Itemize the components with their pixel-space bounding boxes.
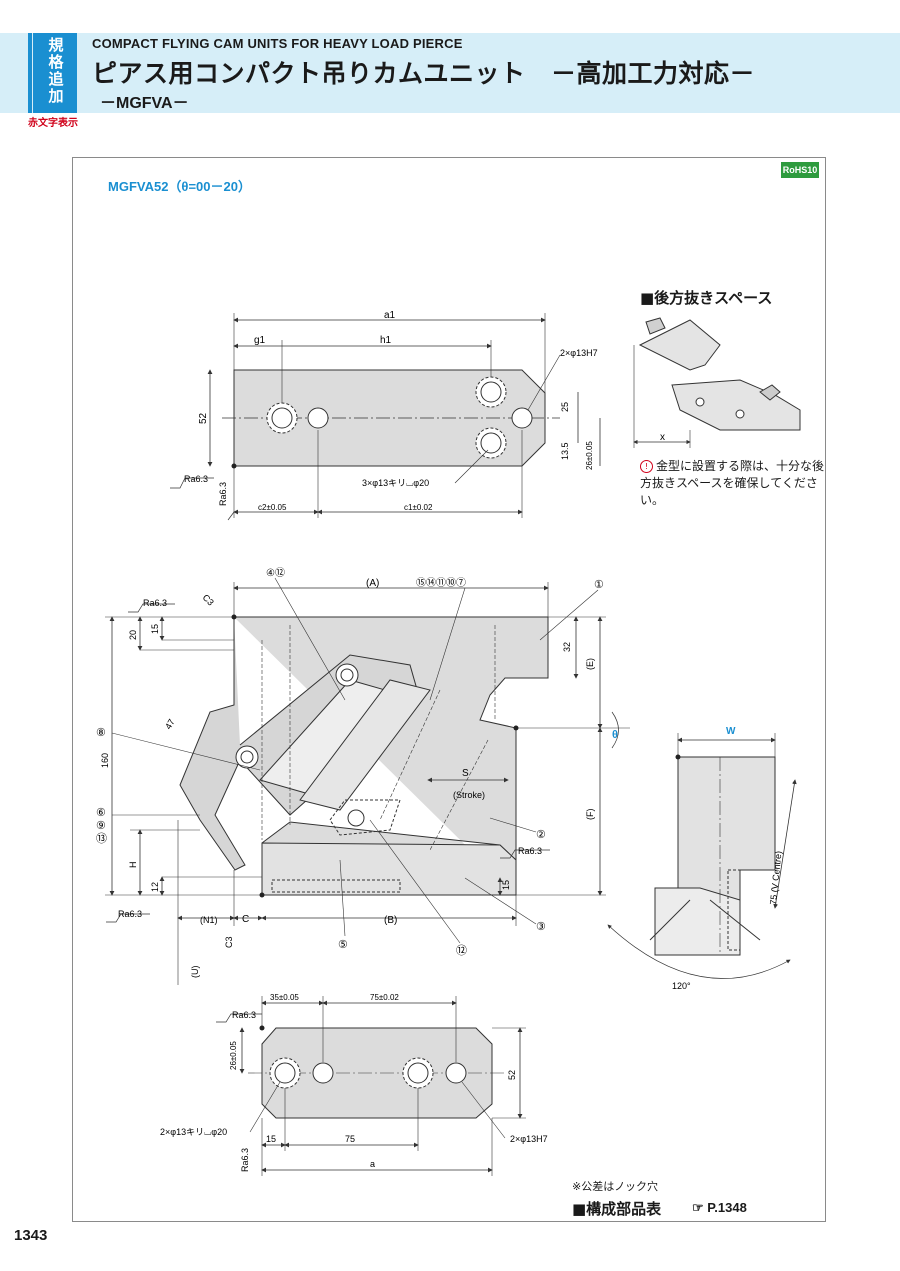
dim-12: 12 [150, 882, 160, 892]
reference-dot [259, 1025, 265, 1031]
dim-c2: c2±0.05 [258, 503, 287, 512]
hole-callout-h7-bottom: 2×φ13H7 [510, 1134, 548, 1144]
reference-dot [231, 463, 237, 469]
title-english: COMPACT FLYING CAM UNITS FOR HEAVY LOAD … [92, 36, 463, 51]
dim-32: 32 [562, 642, 572, 652]
reference-dot [231, 614, 237, 620]
parts-table-ref: P.1348 [707, 1200, 747, 1215]
reference-dot [259, 892, 265, 898]
roughness-mark: Ra6.3 [218, 482, 228, 506]
dim-A: (A) [366, 578, 379, 589]
dim-15-top: 15 [150, 624, 160, 634]
dim-a1: a1 [384, 310, 396, 321]
dim-15-bottom-view: 15 [266, 1134, 276, 1144]
dim-C3-top: C3 [201, 592, 216, 607]
dim-52-top: 52 [198, 412, 209, 424]
hole-callout-h7: 2×φ13H7 [560, 348, 598, 358]
side-view [607, 733, 797, 979]
spec-added-tab-label: 規格追加 [48, 36, 64, 105]
model-label: MGFVA52（θ=00－20） [108, 179, 251, 194]
stroke-caption: (Stroke) [453, 790, 485, 800]
title-japanese: ピアス用コンパクト吊りカムユニット －高加工力対応－ [92, 59, 756, 88]
callout-5: ⑤ [338, 939, 348, 951]
dim-35: 35±0.05 [270, 993, 299, 1002]
dim-52-bottom: 52 [507, 1070, 517, 1080]
front-view [105, 577, 630, 985]
clearance-note: !金型に設置する際は、十分な後方抜きスペースを確保してください。 [640, 458, 825, 509]
tolerance-note: ※公差はノック穴 [572, 1180, 658, 1193]
dim-26-top: 26±0.05 [585, 441, 594, 470]
header-side-strip [28, 33, 32, 113]
parts-table-link[interactable]: ☞ P.1348 [692, 1200, 747, 1216]
callout-8: ⑧ [96, 727, 106, 739]
callout-1: ① [594, 579, 604, 591]
dim-F: (F) [585, 809, 595, 821]
bottom-view [216, 996, 526, 1176]
dim-47: 47 [163, 717, 177, 731]
dim-c1: c1±0.02 [404, 503, 433, 512]
spec-added-tab: 規格追加 [33, 33, 77, 113]
rohs-badge: RoHS10 [781, 162, 819, 178]
page-ref-icon: ☞ [692, 1200, 708, 1215]
callout-4-12: ④⑫ [266, 567, 285, 579]
dim-W: W [726, 726, 736, 737]
angle-120: 120° [672, 981, 691, 991]
dim-H: H [128, 862, 138, 869]
dim-N1: (N1) [200, 915, 218, 925]
dim-g1: g1 [254, 335, 266, 346]
dim-C: C [242, 914, 249, 925]
title-series: －MGFVA－ [100, 95, 189, 112]
dim-15-bottom: 15 [501, 880, 511, 890]
header-band [0, 33, 900, 113]
callout-15-7: ⑮⑭⑪⑩⑦ [416, 577, 466, 589]
reference-dot [513, 725, 519, 731]
reference-dot [675, 754, 681, 760]
dim-C3-bottom: C3 [224, 936, 234, 948]
callout-6: ⑥ [96, 807, 106, 819]
callout-12: ⑫ [456, 944, 467, 957]
dim-26-bottom: 26±0.05 [229, 1041, 238, 1070]
dim-160: 160 [100, 753, 110, 768]
clearance-title: ■後方抜きスペース [640, 289, 773, 307]
roughness-mark: Ra6.3 [143, 598, 167, 608]
dim-E: (E) [585, 658, 595, 670]
dim-U: (U) [190, 966, 200, 979]
roughness-mark: Ra6.3 [240, 1148, 250, 1172]
dim-20: 20 [128, 630, 138, 640]
roughness-symbol [227, 511, 235, 521]
theta-angle: θ [612, 729, 618, 741]
roughness-mark: Ra6.3 [118, 909, 142, 919]
roughness-mark: Ra6.3 [518, 846, 542, 856]
callout-3: ③ [536, 921, 546, 933]
stroke-label: S [462, 768, 469, 779]
caution-icon: ! [640, 460, 653, 473]
dim-75-bottom-view: 75 [345, 1134, 355, 1144]
roughness-mark: Ra6.3 [184, 474, 208, 484]
hole-callout-counterbore-bottom: 2×φ13キリ⌴φ20 [160, 1127, 227, 1137]
dim-B: (B) [384, 915, 397, 926]
clearance-note-text: 金型に設置する際は、十分な後方抜きスペースを確保してください。 [640, 459, 825, 507]
callout-9: ⑨ [96, 820, 106, 832]
clearance-illustration [633, 317, 801, 448]
hole-callout-counterbore: 3×φ13キリ⌴φ20 [362, 478, 429, 488]
dim-a: a [370, 1159, 375, 1169]
callout-2: ② [536, 829, 546, 841]
page-number: 1343 [14, 1227, 48, 1244]
dim-25: 25 [560, 402, 570, 412]
roughness-mark: Ra6.3 [232, 1010, 256, 1020]
red-text-note: 赤文字表示 [28, 118, 78, 129]
dim-13-5: 13.5 [560, 442, 570, 460]
roughness-symbol [170, 477, 214, 489]
callout-13: ⑬ [96, 832, 107, 845]
dim-x: x [660, 432, 665, 443]
top-view [207, 313, 601, 518]
dim-h1: h1 [380, 335, 392, 346]
parts-table-title: ■構成部品表 [572, 1200, 662, 1218]
dim-75-top: 75±0.02 [370, 993, 399, 1002]
